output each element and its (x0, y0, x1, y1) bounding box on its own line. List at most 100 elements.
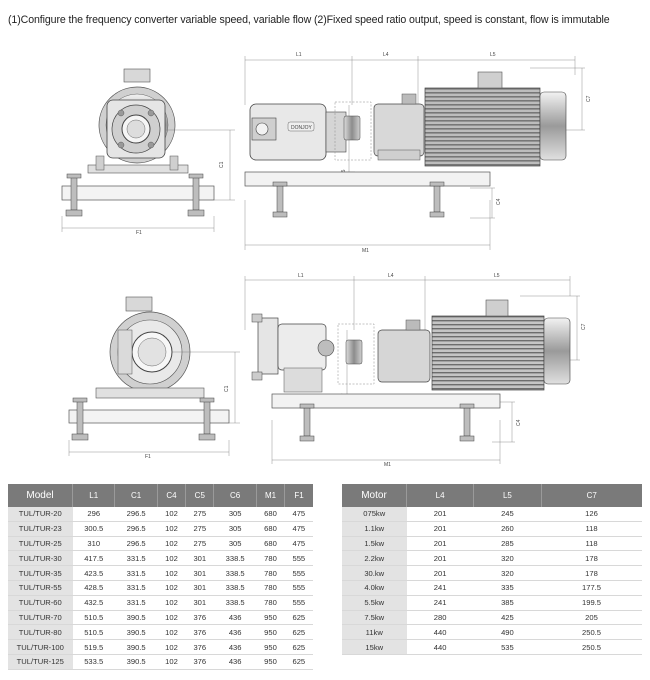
table-cell: 428.5 (72, 580, 115, 596)
gearbox-bottom (377, 329, 431, 383)
table-cell: 390.5 (114, 610, 158, 626)
table-cell: 275 (185, 536, 214, 552)
table-cell: 625 (284, 639, 313, 655)
dim-label-M1-bottom: M1 (384, 462, 391, 468)
table-cell: 510.5 (72, 624, 115, 641)
col-header-L4: L4 (406, 484, 475, 507)
table-cell: 320 (473, 565, 542, 581)
table-cell: 950 (256, 610, 285, 626)
dim-label-L4-bottom: L4 (388, 273, 394, 279)
table-cell: 490 (473, 624, 542, 641)
model-row-label-cell: TUL/TUR-35 (8, 565, 73, 581)
front-view-top: F1 C1 (61, 68, 235, 236)
table-cell: 390.5 (114, 639, 158, 655)
side-view-top: L1 L4 L5 C7 M1 C4 C5 DONJOY (244, 52, 592, 254)
dim-label-F1-top: F1 (136, 230, 142, 236)
dim-label-C7-bottom: C7 (581, 323, 587, 330)
pump-technical-drawings: F1 C1 L1 L4 L5 C7 M1 C4 C5 (61, 52, 592, 468)
dim-label-M1-top: M1 (362, 248, 369, 254)
table-cell: 338.5 (213, 565, 257, 581)
table-cell: 285 (473, 536, 542, 552)
table-cell: 201 (406, 536, 474, 552)
col-header-M1: M1 (256, 484, 286, 507)
table-cell: 440 (406, 624, 474, 641)
table-cell: 390.5 (114, 624, 158, 641)
table-cell: 118 (541, 536, 642, 552)
table-cell: 338.5 (213, 595, 257, 611)
table-cell: 102 (157, 521, 186, 537)
table-cell: 680 (256, 507, 285, 522)
table-cell: 301 (185, 565, 214, 581)
table-cell: 201 (406, 507, 474, 522)
table-cell: 102 (157, 507, 186, 522)
base-plate-side-top (244, 171, 491, 187)
brand-plate-text: DONJOY (291, 125, 313, 131)
motor-row-label-cell: 7.5kw (342, 610, 407, 626)
motor-body-top (424, 87, 541, 167)
dim-label-L5-bottom: L5 (494, 273, 500, 279)
motor-body-bottom (431, 315, 545, 391)
table-cell: 417.5 (72, 550, 115, 567)
table-cell: 275 (185, 521, 214, 537)
table-cell: 436 (213, 654, 257, 670)
model-row-label-cell: TUL/TUR-30 (8, 550, 73, 567)
model-row-label-cell: TUL/TUR-23 (8, 521, 73, 537)
table-cell: 680 (256, 521, 285, 537)
table-cell: 555 (284, 550, 313, 567)
dim-label-C1-top: C1 (219, 161, 225, 168)
table-cell: 436 (213, 610, 257, 626)
table-cell: 475 (284, 536, 313, 552)
table-cell: 199.5 (541, 595, 642, 611)
table-cell: 275 (185, 507, 214, 522)
table-cell: 475 (284, 507, 313, 522)
table-cell: 440 (406, 639, 474, 655)
col-header-C5: C5 (185, 484, 215, 507)
table-cell: 305 (213, 521, 257, 537)
col-header-model: Model (8, 484, 73, 507)
table-cell: 510.5 (72, 610, 115, 626)
table-cell: 338.5 (213, 580, 257, 596)
table-cell: 177.5 (541, 580, 642, 596)
table-cell: 250.5 (541, 639, 642, 655)
model-row-label-cell: TUL/TUR-20 (8, 507, 73, 522)
motor-row-label-cell: 4.0kw (342, 580, 407, 596)
dim-label-C7-top: C7 (586, 95, 592, 102)
col-header-C7: C7 (541, 484, 642, 507)
table-cell: 102 (157, 565, 186, 581)
table-cell: 950 (256, 654, 285, 670)
table-cell: 555 (284, 595, 313, 611)
table-cell: 780 (256, 565, 285, 581)
table-cell: 102 (157, 595, 186, 611)
base-plate-front-bottom (68, 409, 230, 424)
table-cell: 780 (256, 550, 285, 567)
dim-label-L1-bottom: L1 (298, 273, 304, 279)
table-cell: 201 (406, 521, 474, 537)
motor-row-label-cell: 11kw (342, 624, 407, 641)
table-cell: 260 (473, 521, 542, 537)
table-cell: 423.5 (72, 565, 115, 581)
table-cell: 201 (406, 565, 474, 581)
table-cell: 102 (157, 654, 186, 670)
col-header-L5: L5 (473, 484, 542, 507)
table-cell: 126 (541, 507, 642, 522)
table-cell: 950 (256, 624, 285, 641)
col-header-C1: C1 (114, 484, 158, 507)
motor-row-label-cell: 1.1kw (342, 521, 407, 537)
base-plate-front-top (61, 185, 215, 201)
front-view-bottom: F1 C1 (68, 296, 240, 460)
dim-label-C4-top: C4 (496, 198, 502, 205)
table-cell: 950 (256, 639, 285, 655)
col-header-motor: Motor (342, 484, 407, 507)
